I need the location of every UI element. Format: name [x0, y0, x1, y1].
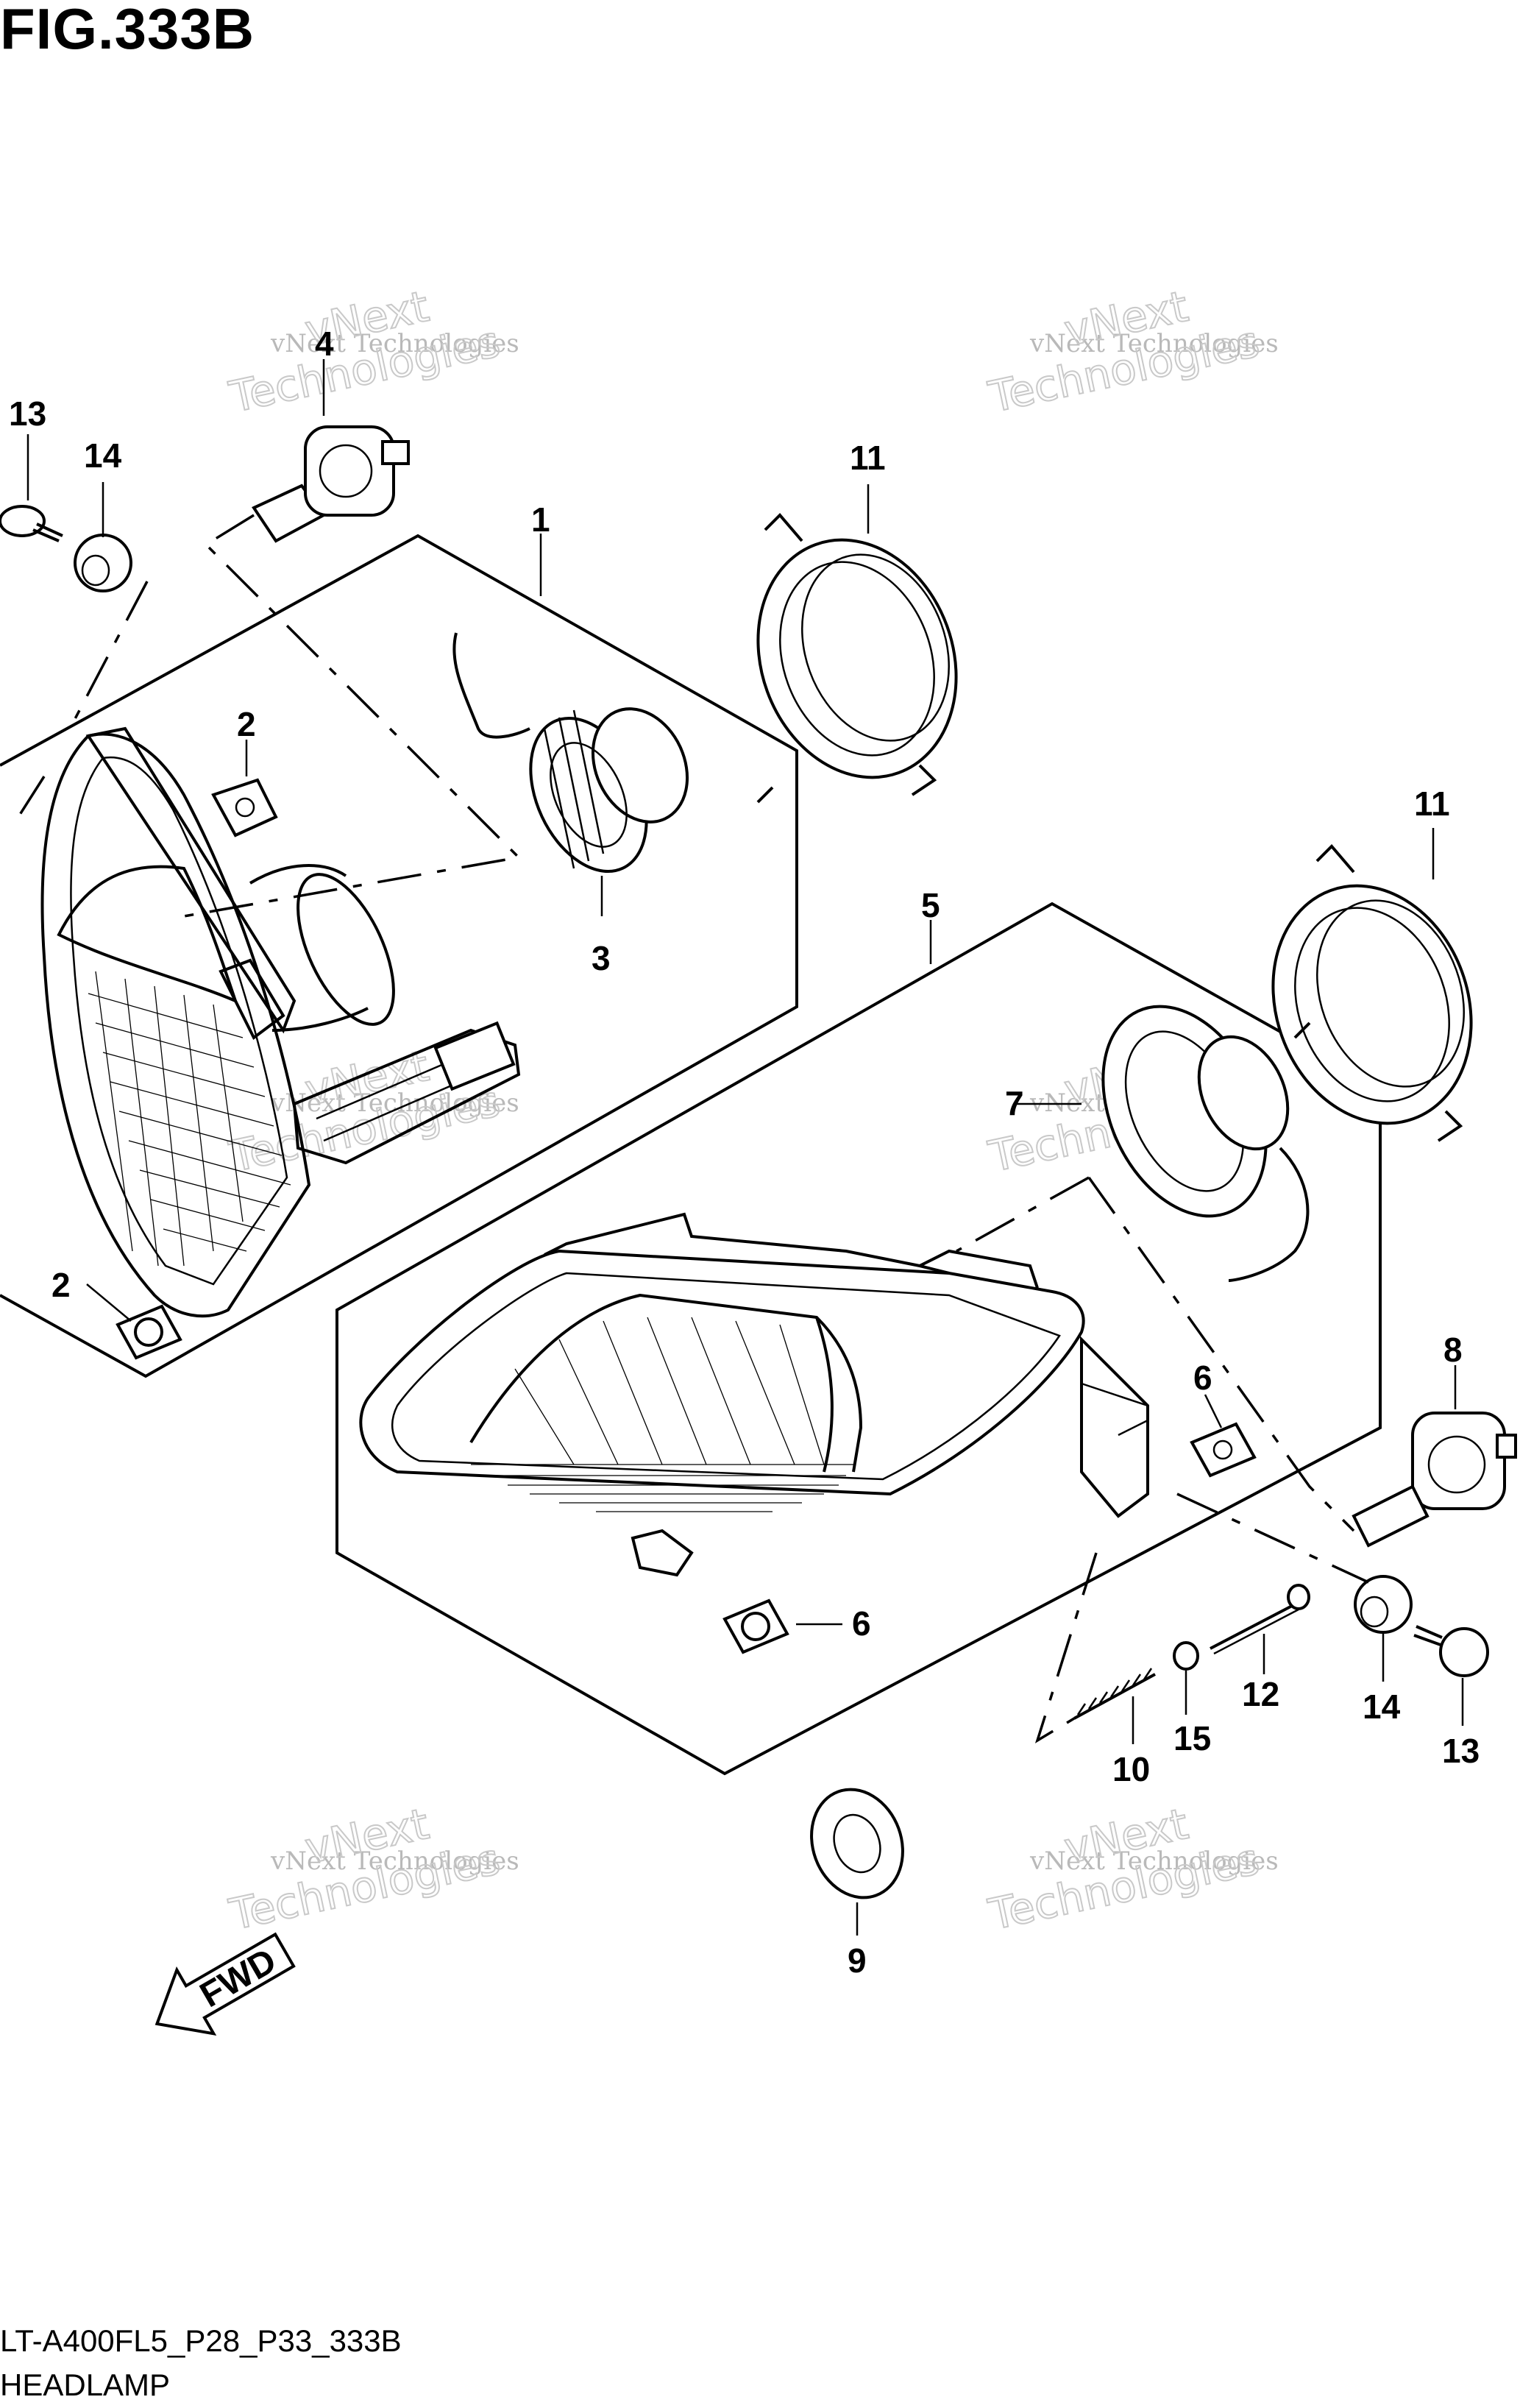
svg-text:vNext Technologies: vNext Technologies — [270, 1846, 519, 1876]
part-2-nut-upper — [211, 778, 278, 838]
svg-text:vNext Technologies: vNext Technologies — [270, 1088, 519, 1118]
part-11-ring-upper — [756, 513, 958, 804]
part-11-ring-lower — [1271, 844, 1473, 1142]
callout-14-right: 14 — [1363, 1688, 1401, 1726]
part-3-socket — [452, 632, 689, 873]
callout-9: 9 — [848, 1941, 867, 1980]
figure-code: LT-A400FL5_P28_P33_333B — [0, 2323, 402, 2358]
callout-8: 8 — [1443, 1331, 1463, 1369]
part-9-grommet — [810, 1788, 904, 1899]
callout-6-lower: 6 — [852, 1604, 871, 1643]
callout-13-right: 13 — [1442, 1732, 1480, 1770]
callout-2-lower: 2 — [52, 1266, 71, 1304]
part-14-grommet-right — [1354, 1575, 1413, 1634]
svg-text:vNext Technologies: vNext Technologies — [1029, 329, 1279, 358]
part-15-washer — [1173, 1641, 1199, 1671]
part-13-screw-left — [0, 505, 63, 542]
callout-5: 5 — [921, 886, 940, 924]
part-13-screw-right — [1413, 1625, 1489, 1677]
part-14-grommet-left — [74, 534, 132, 592]
watermark-bottom-right: vNext Technologies vNext Technologies — [984, 1798, 1279, 1941]
callout-2-upper: 2 — [237, 705, 256, 743]
watermark-top-right: vNext Technologies vNext Technologies — [984, 280, 1279, 423]
callout-12: 12 — [1242, 1675, 1279, 1713]
part-2-nut-lower — [116, 1304, 182, 1360]
callout-13-left: 13 — [9, 394, 46, 433]
left-headlamp-unit — [40, 726, 521, 1318]
part-6-nut-lower — [722, 1598, 789, 1654]
callout-1: 1 — [531, 500, 550, 539]
assembly-box-left — [0, 534, 798, 1378]
part-12-bolt — [1210, 1584, 1310, 1655]
part-4-bulb — [252, 425, 410, 543]
callout-11-upper: 11 — [850, 439, 886, 477]
part-8-bulb — [1352, 1412, 1517, 1548]
callout-10: 10 — [1112, 1750, 1150, 1788]
callout-4: 4 — [315, 325, 334, 363]
callout-6-upper: 6 — [1193, 1359, 1212, 1397]
part-10-spring — [1073, 1668, 1156, 1720]
part-6-nut-upper — [1190, 1422, 1257, 1478]
assembly-box-right — [335, 902, 1382, 1776]
svg-text:vNext Technologies: vNext Technologies — [1029, 1846, 1279, 1876]
figure-name: HEADLAMP — [0, 2368, 171, 2402]
watermark-bottom-left: vNext Technologies vNext Technologies — [224, 1798, 519, 1941]
callout-11-lower: 11 — [1414, 785, 1450, 823]
part-7-socket — [1101, 1005, 1310, 1282]
callout-15: 15 — [1173, 1719, 1211, 1757]
callouts: 1 2 2 3 4 5 6 6 7 8 9 10 11 11 12 13 13 … — [9, 325, 1480, 1980]
right-headlamp-unit — [359, 1212, 1149, 1577]
leader-lines — [17, 359, 1464, 1936]
watermark-top-left: vNext Technologies vNext Technologies — [224, 280, 519, 423]
svg-text:vNext Technologies: vNext Technologies — [270, 329, 519, 358]
callout-14-left: 14 — [84, 436, 122, 475]
callout-7: 7 — [1005, 1084, 1024, 1122]
callout-3: 3 — [592, 939, 611, 977]
figure-title: FIG.333B — [0, 0, 255, 61]
fwd-arrow-icon: FWD — [155, 1932, 296, 2036]
svg-text:FWD: FWD — [193, 1941, 283, 2016]
